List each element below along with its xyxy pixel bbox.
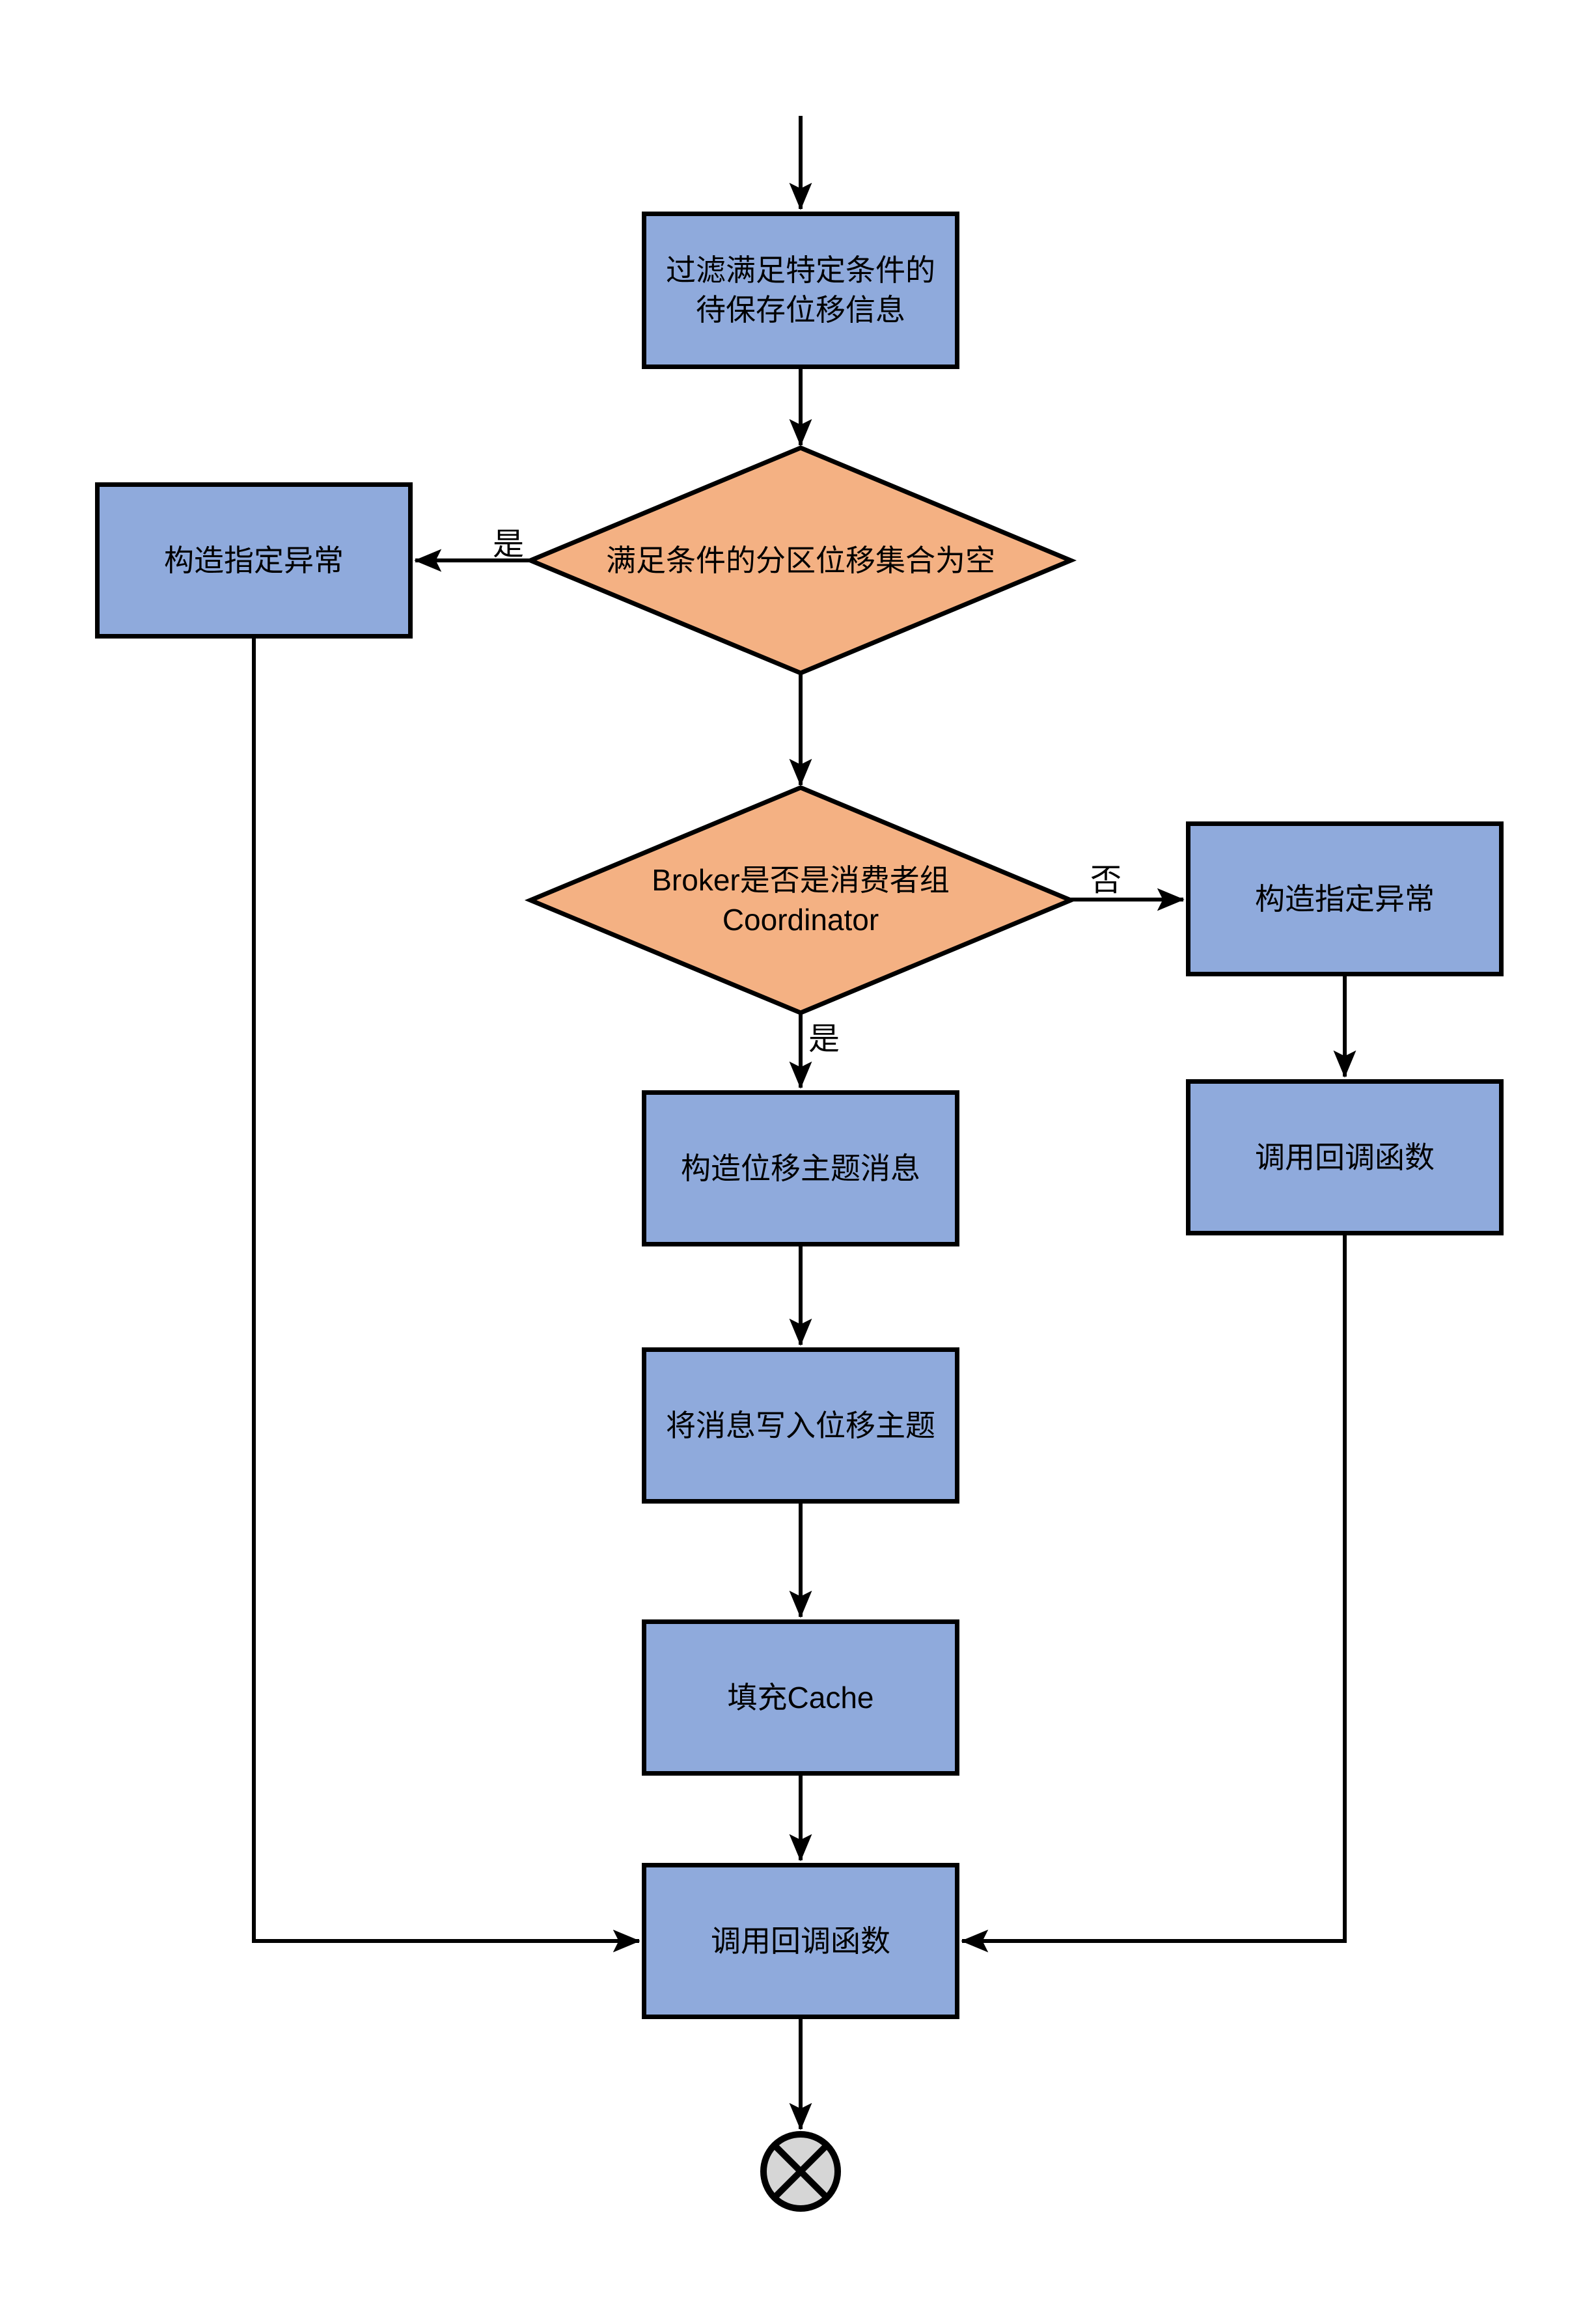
edge-label-no-right: 否 (1090, 863, 1121, 898)
end-terminator-cross-icon (772, 2143, 829, 2200)
edge-callback-right-to-callback-final (961, 1235, 1347, 1953)
node-exception-left: 构造指定异常 (95, 482, 413, 639)
edge-label-yes-down: 是 (808, 1022, 840, 1056)
decision2-shape (524, 785, 1077, 1015)
node-callback-final: 调用回调函数 (642, 1863, 959, 2019)
node-fill-cache: 填充Cache (642, 1619, 959, 1776)
node-callback-right: 调用回调函数 (1186, 1079, 1504, 1235)
decision1-shape (524, 445, 1077, 676)
node-filter-offsets: 过滤满足特定条件的 待保存位移信息 (642, 212, 959, 369)
edge-label-yes-left: 是 (492, 527, 524, 562)
edge-exception-left-to-callback-final (252, 639, 640, 1953)
node-exception-right: 构造指定异常 (1186, 821, 1504, 976)
node-build-offset-message: 构造位移主题消息 (642, 1090, 959, 1246)
node-write-offset-topic: 将消息写入位移主题 (642, 1347, 959, 1504)
